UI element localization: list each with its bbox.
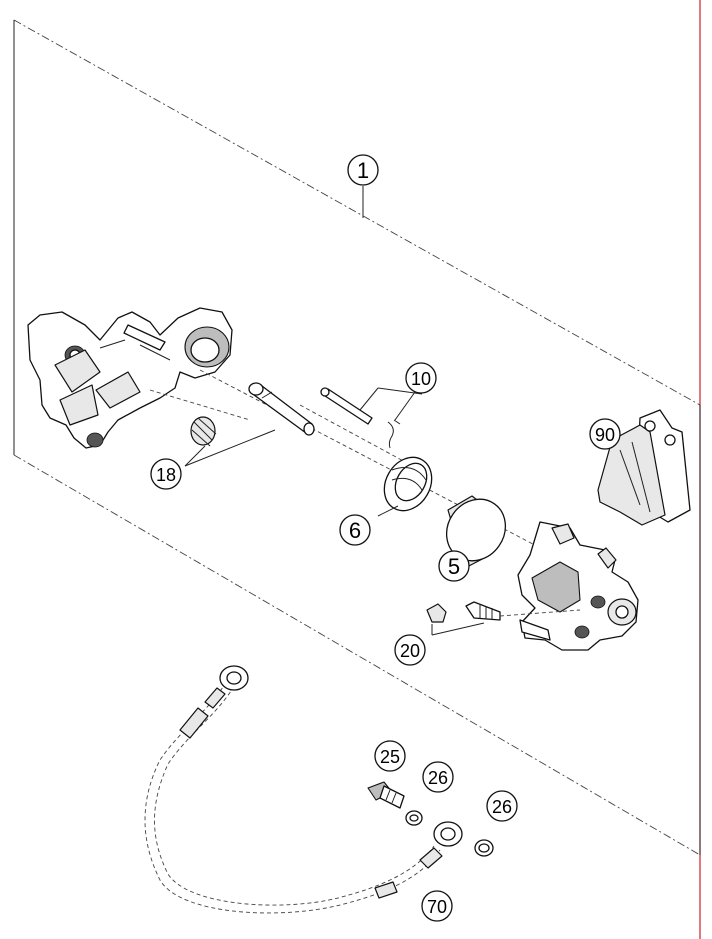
callout-18-label: 18 — [156, 465, 176, 485]
callout-26-b-label: 26 — [492, 797, 512, 817]
piston-5 — [445, 495, 507, 569]
slide-pin-18 — [248, 382, 315, 436]
caliper-body — [517, 521, 639, 651]
callout-26-b: 26 — [486, 790, 518, 822]
washer-26-b — [474, 839, 494, 857]
callout-25-label: 25 — [380, 747, 400, 767]
callout-10: 10 — [405, 362, 437, 394]
bleeder-screw-20 — [465, 601, 501, 621]
leader-18 — [184, 429, 276, 467]
assembly-boundary — [13, 19, 701, 856]
callout-70-label: 70 — [427, 897, 447, 917]
callout-10-label: 10 — [411, 369, 431, 389]
piston-seal-6 — [383, 456, 433, 512]
callout-5: 5 — [438, 550, 470, 582]
callout-6-label: 6 — [349, 518, 361, 543]
brake-hose-70 — [144, 665, 463, 914]
bleeder-cap-20 — [426, 603, 447, 623]
axis-line-bracket-2 — [149, 389, 251, 421]
callout-25: 25 — [374, 740, 406, 772]
callout-1: 1 — [347, 154, 379, 186]
pin-10 — [320, 387, 373, 425]
callout-5-label: 5 — [448, 554, 460, 579]
rubber-boot-18 — [190, 416, 217, 447]
clip-10 — [387, 419, 401, 449]
callout-18: 18 — [150, 458, 182, 490]
callout-1-label: 1 — [357, 158, 369, 183]
callout-90: 90 — [589, 418, 621, 450]
callout-20: 20 — [394, 634, 426, 666]
leader-20 — [431, 622, 485, 636]
callout-26-a-label: 26 — [428, 768, 448, 788]
caliper-bracket — [27, 307, 233, 449]
callout-26-a: 26 — [422, 761, 454, 793]
callout-90-label: 90 — [595, 425, 615, 445]
washer-26-a — [405, 810, 423, 826]
callout-20-label: 20 — [400, 641, 420, 661]
axis-line-pins — [299, 404, 421, 471]
brake-pads-90 — [597, 409, 691, 526]
axis-line-bleeder — [499, 609, 581, 617]
leader-10 — [359, 387, 423, 421]
callout-70: 70 — [421, 890, 453, 922]
leader-6 — [377, 505, 399, 517]
banjo-bolt-25 — [367, 781, 405, 809]
callout-6: 6 — [339, 514, 371, 546]
